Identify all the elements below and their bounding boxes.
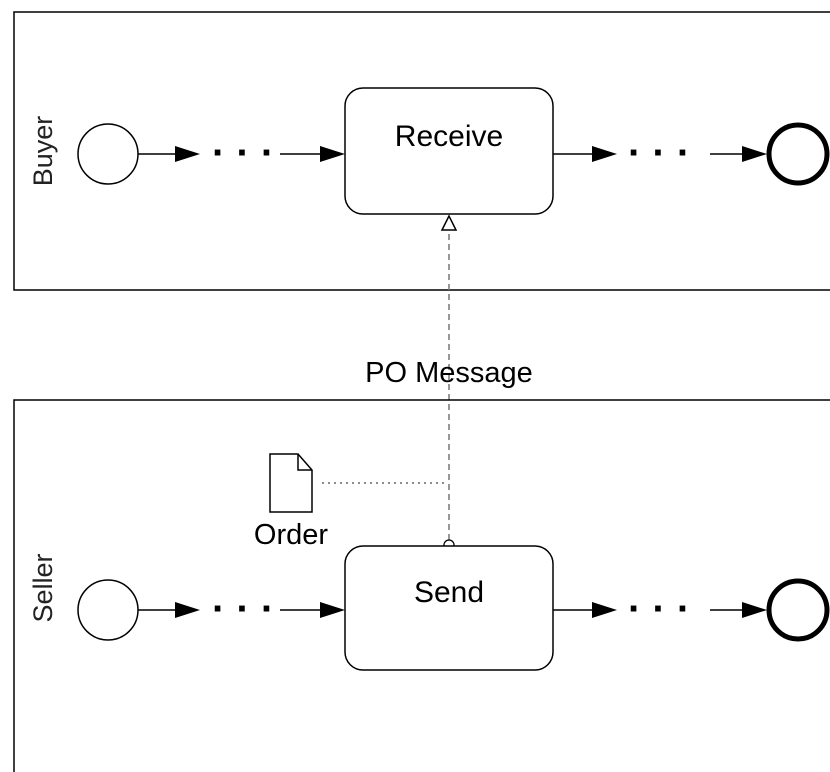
seller-start-event[interactable] [77,579,139,641]
order-label: Order [254,519,328,551]
send-task-label: Send [414,576,484,609]
receive-task[interactable] [344,87,554,215]
buyer-pool-border [13,11,830,291]
buyer-flow-ellipsis-1: · · · [212,131,274,175]
buyer-flow-arrowhead-1 [175,146,200,162]
seller-flow-ellipsis-1: · · · [212,587,274,631]
seller-pool: Seller Order · · · Send · · · [13,399,830,772]
message-flow-label: PO Message [365,357,533,389]
seller-pool-border [13,399,830,772]
send-task[interactable] [344,545,554,671]
message-flow-arrowhead [440,214,458,231]
order-data-object[interactable]: Order [254,453,328,551]
buyer-flow-ellipsis-2: · · · [628,131,690,175]
seller-flow-arrowhead-2 [320,602,345,618]
seller-lane-label: Seller [28,553,58,622]
document-icon [269,453,313,513]
receive-task-label: Receive [395,120,503,153]
seller-flow-ellipsis-2: · · · [628,587,690,631]
buyer-pool: Buyer · · · Receive · · · [13,11,830,291]
buyer-start-event[interactable] [77,123,139,185]
seller-flow-arrowhead-1 [175,602,200,618]
seller-flow-arrowhead-3 [592,602,617,618]
buyer-flow-arrowhead-3 [592,146,617,162]
buyer-end-event[interactable] [766,122,830,186]
seller-end-event[interactable] [766,578,830,642]
message-flow: PO Message [365,214,533,551]
buyer-lane-label: Buyer [28,116,58,187]
buyer-flow-arrowhead-2 [320,146,345,162]
buyer-flow-arrowhead-4 [742,146,767,162]
seller-flow-arrowhead-4 [742,602,767,618]
document-icon-fold [297,454,312,471]
